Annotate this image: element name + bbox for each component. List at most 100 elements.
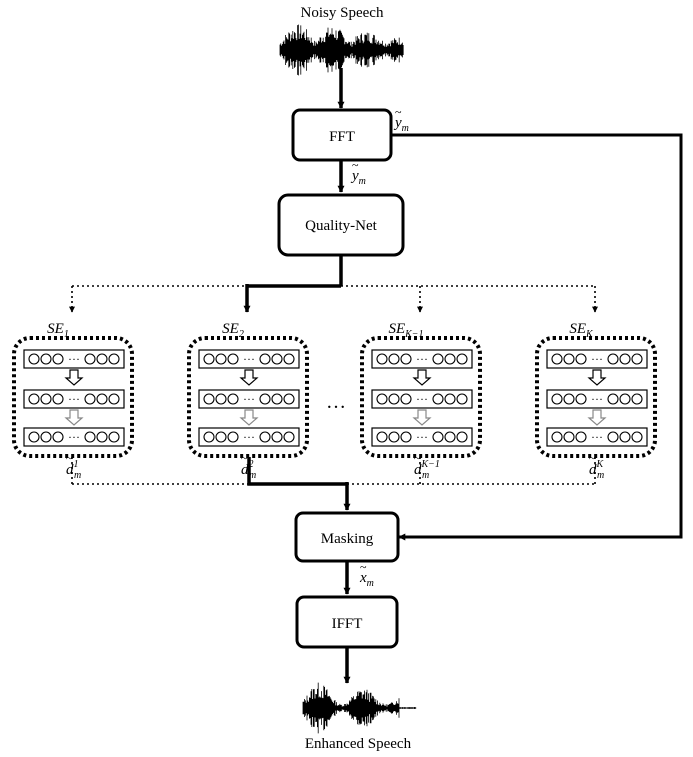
neuron-icon — [28, 393, 40, 405]
neuron-icon — [619, 353, 631, 365]
masking-block: Masking — [294, 511, 400, 563]
neuron-icon — [108, 393, 120, 405]
network-layer: ··· — [23, 389, 125, 409]
neuron-icon — [607, 431, 619, 443]
down-arrow-icon — [239, 409, 259, 426]
network-layer: ··· — [546, 389, 648, 409]
neuron-icon — [575, 353, 587, 365]
neuron-icon — [456, 393, 468, 405]
down-arrow-icon — [64, 409, 84, 426]
noisy-speech-waveform-icon — [279, 24, 404, 76]
neuron-icon — [563, 393, 575, 405]
masking-output-label: xm — [359, 570, 374, 589]
se-model-title: SE2 — [222, 321, 244, 340]
se-model-1: SE1·········d1m~ — [12, 321, 134, 481]
input-label: Noisy Speech — [301, 5, 384, 21]
neuron-icon — [444, 353, 456, 365]
layer-dots: ··· — [416, 352, 428, 366]
neuron-icon — [283, 431, 295, 443]
se-model-group: SE1·········d1m~SE2·········d2m~SEK−1···… — [12, 321, 657, 481]
neuron-icon — [203, 353, 215, 365]
enhanced-speech-waveform-icon — [302, 682, 417, 734]
neuron-icon — [271, 353, 283, 365]
down-arrow-icon — [587, 369, 607, 386]
se-model-output-sub: m — [597, 470, 604, 481]
neuron-icon — [259, 431, 271, 443]
neuron-icon — [227, 353, 239, 365]
se-model-output-sub: m — [74, 470, 81, 481]
neuron-icon — [40, 353, 52, 365]
neuron-icon — [575, 431, 587, 443]
ifft-block: IFFT — [295, 595, 399, 649]
neuron-icon — [96, 353, 108, 365]
se-model-title: SEK — [569, 321, 594, 340]
down-arrow-icon — [587, 409, 607, 426]
quality-net-label: Quality-Net — [305, 218, 377, 234]
neuron-icon — [40, 431, 52, 443]
tilde-mark: ~ — [352, 158, 359, 172]
neuron-icon — [551, 393, 563, 405]
neuron-icon — [631, 353, 643, 365]
down-arrow-icon — [239, 369, 259, 386]
tilde-mark: ~ — [395, 105, 402, 119]
layer-dots: ··· — [416, 392, 428, 406]
se-model-output-label: d1 — [66, 459, 79, 478]
se-model-frame — [360, 336, 482, 458]
neuron-icon — [619, 431, 631, 443]
neuron-icon — [108, 431, 120, 443]
masking-label: Masking — [321, 531, 374, 547]
neuron-icon — [551, 353, 563, 365]
network-layer: ··· — [198, 349, 300, 369]
neuron-icon — [563, 353, 575, 365]
neuron-icon — [456, 431, 468, 443]
se-model-frame — [187, 336, 309, 458]
se-model-4: SEK·········dKm~ — [535, 321, 657, 481]
se-model-title: SEK−1 — [388, 321, 423, 340]
fft-label: FFT — [329, 129, 355, 145]
neuron-icon — [259, 353, 271, 365]
tilde-mark: ~ — [589, 451, 596, 465]
se2-output-line — [247, 457, 347, 486]
tilde-mark: ~ — [360, 560, 367, 574]
neuron-icon — [40, 393, 52, 405]
neuron-icon — [259, 393, 271, 405]
neuron-icon — [575, 393, 587, 405]
se-model-title: SE1 — [47, 321, 69, 340]
network-layer: ··· — [371, 427, 473, 447]
neuron-icon — [203, 431, 215, 443]
se-model-output-label: dK−1 — [414, 459, 440, 478]
neuron-icon — [96, 431, 108, 443]
neuron-icon — [607, 393, 619, 405]
quality-net-block: Quality-Net — [277, 193, 405, 257]
models-ellipsis: … — [326, 391, 346, 413]
neuron-icon — [84, 431, 96, 443]
neuron-icon — [432, 353, 444, 365]
fft-block: FFT — [291, 108, 393, 162]
neuron-icon — [227, 393, 239, 405]
layer-dots: ··· — [416, 430, 428, 444]
neuron-icon — [108, 353, 120, 365]
neuron-icon — [619, 393, 631, 405]
neuron-icon — [84, 353, 96, 365]
fft-bypass-label: ym — [393, 115, 409, 134]
neuron-icon — [96, 393, 108, 405]
layer-dots: ··· — [243, 392, 255, 406]
network-layer: ··· — [198, 389, 300, 409]
neuron-icon — [631, 431, 643, 443]
layer-dots: ··· — [68, 392, 80, 406]
network-layer: ··· — [23, 427, 125, 447]
tilde-mark: ~ — [241, 451, 248, 465]
neuron-icon — [52, 353, 64, 365]
neuron-icon — [227, 431, 239, 443]
neuron-icon — [215, 353, 227, 365]
neuron-icon — [400, 431, 412, 443]
neuron-icon — [388, 393, 400, 405]
network-layer: ··· — [371, 349, 473, 369]
layer-dots: ··· — [591, 430, 603, 444]
output-label: Enhanced Speech — [305, 736, 412, 752]
neuron-icon — [432, 393, 444, 405]
neuron-icon — [84, 393, 96, 405]
neuron-icon — [376, 431, 388, 443]
network-layer: ··· — [23, 349, 125, 369]
